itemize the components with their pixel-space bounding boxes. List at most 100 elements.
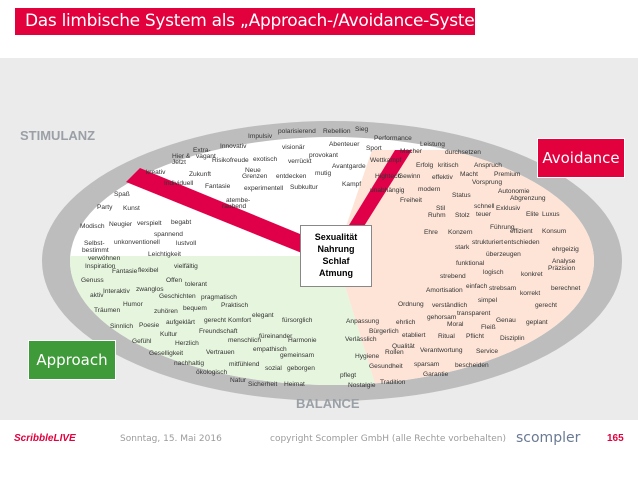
value-word-right: einfach — [466, 283, 488, 290]
value-word-right: entschieden — [504, 239, 540, 246]
value-word-top: Abenteuer — [329, 141, 360, 148]
value-word-top: entdecken — [276, 173, 307, 180]
core-need-2: Schlaf — [322, 256, 350, 266]
value-word-left: zwanglos — [136, 286, 164, 293]
value-word-right: Bürgerlich — [369, 328, 399, 335]
value-word-left: Natur — [230, 377, 247, 384]
value-word-right: Stolz — [455, 212, 470, 219]
value-word-left: elegant — [252, 312, 274, 319]
value-word-left: Fantasie — [112, 268, 138, 275]
value-word-right: schnell — [474, 203, 495, 210]
value-word-right: Genau — [496, 317, 516, 324]
value-word-left: vielfältig — [174, 263, 198, 270]
value-word-right: Hygiene — [355, 353, 380, 360]
value-word-right: konkret — [521, 271, 543, 278]
value-word-left: Kultur — [160, 331, 178, 338]
value-word-right: Exklusiv — [496, 205, 521, 212]
value-word-left: tolerant — [185, 281, 207, 288]
value-word-top: visionär — [282, 144, 306, 151]
value-word-left: Träumen — [94, 307, 120, 314]
value-word-left: Selbst- — [84, 240, 105, 247]
value-word-right: Abgrenzung — [510, 195, 546, 202]
avoidance-callout: Avoidance — [537, 138, 625, 178]
value-word-left: Genuss — [81, 277, 104, 284]
value-word-left: Heimat — [284, 381, 305, 388]
value-word-left: Spaß — [114, 191, 130, 198]
value-word-right: Status — [452, 192, 471, 199]
value-word-left: Leichtigkeit — [148, 251, 181, 258]
value-word-left: begabt — [171, 219, 191, 226]
value-word-right: funktional — [456, 260, 485, 267]
value-word-top: vagant — [196, 153, 216, 160]
value-word-top: Performance — [374, 135, 412, 142]
value-word-right: Garantie — [423, 371, 449, 378]
value-word-left: nachhaltig — [174, 360, 204, 367]
core-need-3: Atmung — [319, 268, 353, 278]
value-word-left: gemeinsam — [280, 352, 315, 359]
value-word-top: Gewinn — [398, 173, 421, 180]
value-word-top: Subkultur — [290, 184, 319, 191]
value-word-right: gerecht — [535, 302, 557, 309]
value-word-right: Tradition — [380, 379, 406, 386]
page-number: 165 — [607, 433, 624, 444]
value-word-left: unkonventionell — [114, 239, 160, 246]
value-word-left: Vertrauen — [206, 349, 235, 356]
value-word-top: Premium — [494, 171, 521, 178]
value-word-right: ehrgeizig — [552, 246, 579, 253]
value-word-left: verwöhnen — [88, 255, 121, 262]
value-word-right: Ehre — [424, 229, 438, 236]
approach-arrow — [126, 168, 334, 262]
value-word-right: Freiheit — [400, 197, 422, 204]
value-word-left: Poesie — [139, 322, 159, 329]
value-word-right: Anpassung — [346, 318, 379, 325]
value-word-right: Führung — [490, 224, 515, 231]
footer-copyright: copyright Scompler GmbH (alle Rechte vor… — [270, 434, 507, 444]
value-word-top: Individuell — [164, 180, 194, 187]
value-word-left: pragmatisch — [201, 294, 237, 301]
value-word-top: polarisierend — [278, 128, 316, 135]
value-word-left: gerecht — [204, 317, 226, 324]
value-word-top: verrückt — [288, 158, 312, 165]
value-word-top: experimentell — [244, 185, 284, 192]
value-word-left: empathisch — [253, 346, 287, 353]
value-word-right: Gesundheit — [369, 363, 403, 370]
value-word-left: Geschichten — [159, 293, 196, 300]
value-word-top: unabhängig — [370, 187, 405, 194]
value-word-left: Komfort — [228, 317, 251, 324]
value-word-left: Inspiration — [85, 263, 116, 270]
value-word-right: strebsam — [489, 285, 517, 292]
value-word-right: berechnet — [551, 285, 580, 292]
value-word-left: spannend — [154, 231, 183, 238]
value-word-left: Party — [97, 204, 113, 211]
value-word-top: Erfolg — [416, 162, 434, 169]
value-word-left: Kunst — [123, 205, 140, 212]
value-word-right: Stil — [436, 205, 446, 212]
scompler-logo: scompler — [516, 430, 581, 446]
value-word-right: simpel — [478, 297, 498, 304]
value-word-top: Risikofreude — [212, 157, 249, 164]
value-word-top: Avantgarde — [332, 163, 366, 170]
value-word-right: pflegt — [340, 372, 356, 379]
value-word-left: Offen — [166, 277, 182, 284]
value-word-right: etabliert — [402, 332, 426, 339]
value-word-left: Harmonie — [288, 337, 317, 344]
value-word-right: gehorsam — [427, 314, 457, 321]
value-word-top: Autonomie — [498, 188, 530, 195]
value-word-left: lustvoll — [176, 240, 197, 247]
value-word-left: füreinander — [259, 333, 293, 340]
value-word-right: stark — [455, 244, 470, 251]
value-word-left: flexibel — [138, 267, 159, 274]
value-word-left: Modisch — [80, 223, 105, 230]
value-word-top: Hightech — [375, 173, 401, 180]
value-word-top: kreativ — [146, 169, 166, 176]
value-word-left: raubend — [222, 203, 247, 210]
value-word-top: Grenzen — [242, 173, 268, 180]
value-word-right: Verantwortung — [420, 347, 463, 354]
value-word-right: Nostalgie — [348, 382, 376, 389]
value-word-top: provokant — [309, 152, 338, 159]
stimulanz-label: STIMULANZ — [20, 128, 96, 143]
value-word-right: Pflicht — [466, 333, 484, 340]
value-word-right: Luxus — [542, 211, 560, 218]
